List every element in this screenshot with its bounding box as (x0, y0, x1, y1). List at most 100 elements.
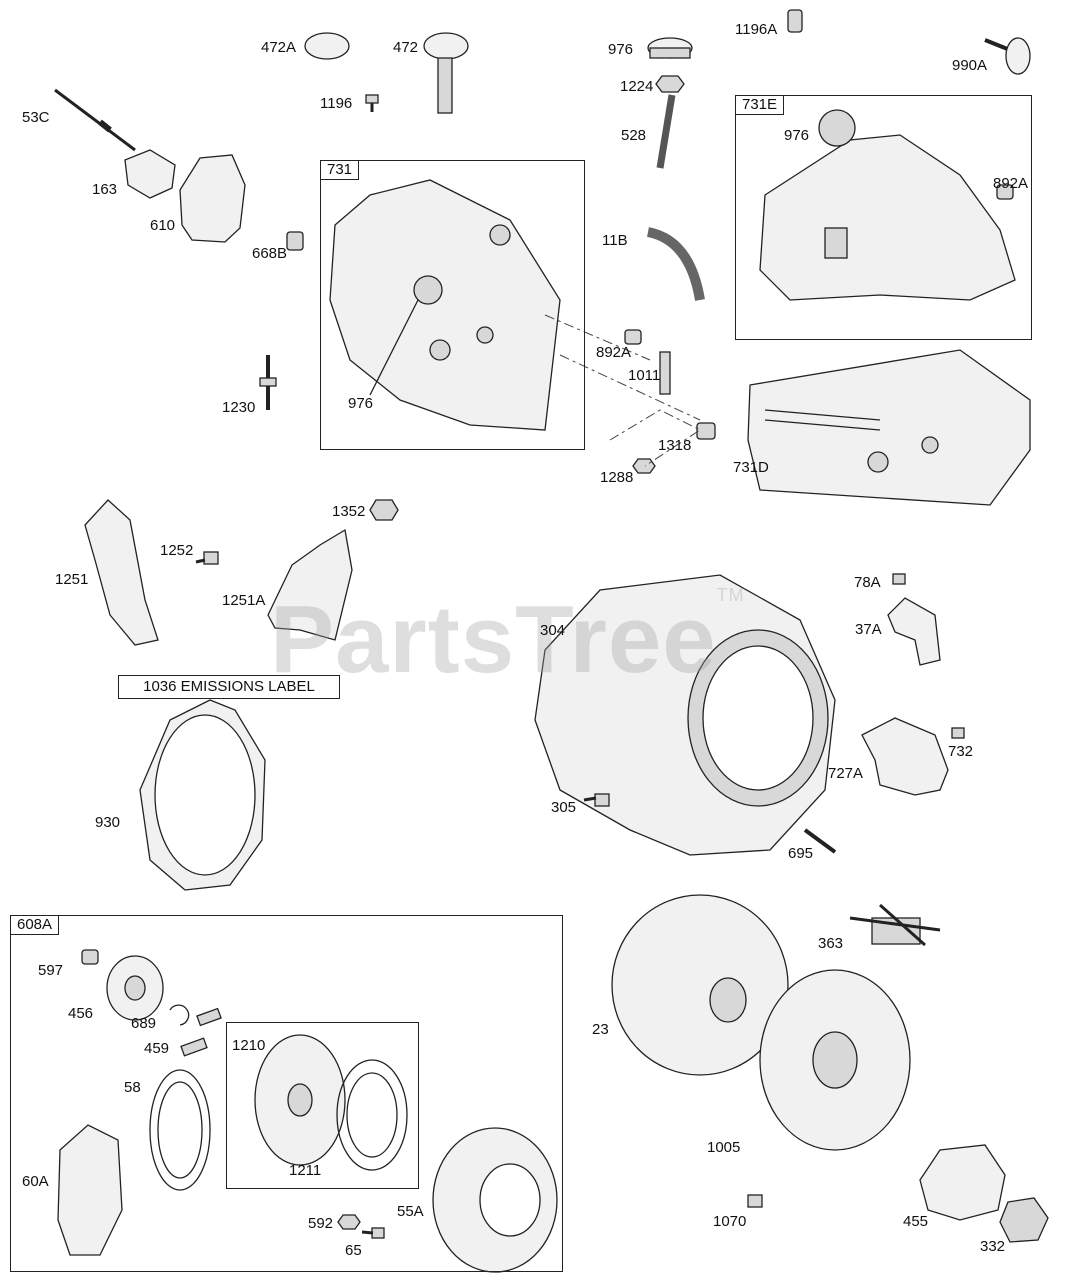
part-304-blower-housing (534, 574, 836, 856)
part-731E-cover (759, 109, 1016, 301)
label-1211: 1211 (289, 1162, 322, 1179)
label-1196A: 1196A (735, 21, 778, 38)
part-1251A-bracket (267, 528, 353, 641)
part-695-screw (803, 828, 837, 854)
label-727A: 727A (828, 765, 864, 782)
dashed-leader (559, 354, 701, 421)
group-tag-608A: 608A (10, 915, 60, 935)
part-53C-rod (54, 88, 136, 152)
part-732-screw (951, 727, 965, 739)
part-1352-nut (369, 499, 399, 521)
label-65: 65 (345, 1242, 362, 1259)
part-472-knob (423, 32, 469, 114)
label-528: 528 (621, 127, 647, 144)
part-689-ring (169, 1004, 190, 1026)
label-58: 58 (124, 1079, 141, 1096)
part-455-starter-cup (919, 1144, 1006, 1221)
label-976-731E: 976 (784, 127, 810, 144)
part-459-pawl (180, 1007, 222, 1057)
label-305: 305 (551, 799, 577, 816)
watermark-text: PartsTree (270, 586, 717, 693)
part-610-baffle (179, 154, 246, 243)
label-363: 363 (818, 935, 844, 952)
label-976-top: 976 (608, 41, 634, 58)
label-23: 23 (592, 1021, 609, 1038)
part-1252-screw (195, 551, 219, 565)
group-tag-731E: 731E (735, 95, 785, 115)
label-459: 459 (144, 1040, 170, 1057)
part-23-flywheel (611, 894, 789, 1076)
part-65-screw (361, 1227, 385, 1239)
part-1230-stud (259, 355, 277, 410)
label-1352: 1352 (332, 503, 366, 520)
part-60A-handle (57, 1124, 123, 1256)
part-1224-nut (655, 75, 685, 93)
label-1318: 1318 (658, 437, 692, 454)
label-1252: 1252 (160, 542, 194, 559)
label-455: 455 (903, 1213, 929, 1230)
watermark-tm: TM (716, 585, 745, 605)
group-box-1210 (226, 1022, 419, 1189)
label-976-731: 976 (348, 395, 374, 412)
part-597-screw (81, 949, 99, 965)
label-1005: 1005 (707, 1139, 741, 1156)
label-892A-731E: 892A (993, 175, 1029, 192)
label-732: 732 (948, 743, 974, 760)
part-1196A-fitting (787, 9, 803, 33)
label-11B: 11B (602, 232, 628, 249)
part-1251-bracket (84, 499, 159, 646)
part-363-bracket (849, 903, 941, 947)
part-592-nut (337, 1214, 361, 1230)
label-668B: 668B (252, 245, 288, 262)
part-472A-knob (304, 32, 350, 60)
label-592: 592 (308, 1215, 334, 1232)
part-1210-pulley (254, 1034, 346, 1166)
part-1318-nut (696, 422, 716, 440)
group-box-608A (10, 915, 563, 1272)
part-727A-deflector (861, 717, 949, 796)
label-1288: 1288 (600, 469, 634, 486)
label-610: 610 (150, 217, 176, 234)
part-976-cap (647, 37, 693, 59)
label-731D: 731D (733, 459, 769, 476)
label-37A: 37A (855, 621, 882, 638)
label-597: 597 (38, 962, 64, 979)
label-472A: 472A (261, 39, 297, 56)
part-11B-hose (646, 227, 705, 301)
part-1070-screw (747, 1194, 763, 1208)
label-1011: 1011 (628, 367, 661, 384)
label-78A: 78A (854, 574, 881, 591)
part-37A-plate (887, 597, 941, 666)
label-930: 930 (95, 814, 121, 831)
label-1230: 1230 (222, 399, 256, 416)
part-731D-shroud (747, 349, 1031, 506)
label-1196: 1196 (320, 95, 353, 112)
label-695: 695 (788, 845, 814, 862)
dashed-leader (609, 409, 702, 467)
group-box-731 (320, 160, 585, 450)
part-930-screen (139, 699, 266, 891)
emissions-label-note: 1036 EMISSIONS LABEL (118, 675, 340, 699)
part-731-fuel-tank-shroud (329, 179, 561, 431)
group-box-731E (735, 95, 1032, 340)
part-1211-spring (336, 1059, 408, 1171)
label-456: 456 (68, 1005, 94, 1022)
part-163-gasket (124, 149, 176, 199)
label-1251: 1251 (55, 571, 89, 588)
part-78A-screw (892, 573, 906, 585)
label-892A: 892A (596, 344, 632, 361)
part-528-hose (656, 94, 676, 169)
label-1224: 1224 (620, 78, 654, 95)
label-1210: 1210 (232, 1037, 266, 1054)
dashed-leader (544, 314, 651, 361)
part-55A-starter-housing (432, 1127, 558, 1273)
label-304: 304 (540, 622, 566, 639)
label-60A: 60A (22, 1173, 49, 1190)
part-332-nut (999, 1197, 1049, 1243)
part-1005-fan (759, 969, 911, 1151)
label-472: 472 (393, 39, 419, 56)
label-55A: 55A (397, 1203, 424, 1220)
label-1070: 1070 (713, 1213, 747, 1230)
part-58-spring (149, 1069, 211, 1191)
